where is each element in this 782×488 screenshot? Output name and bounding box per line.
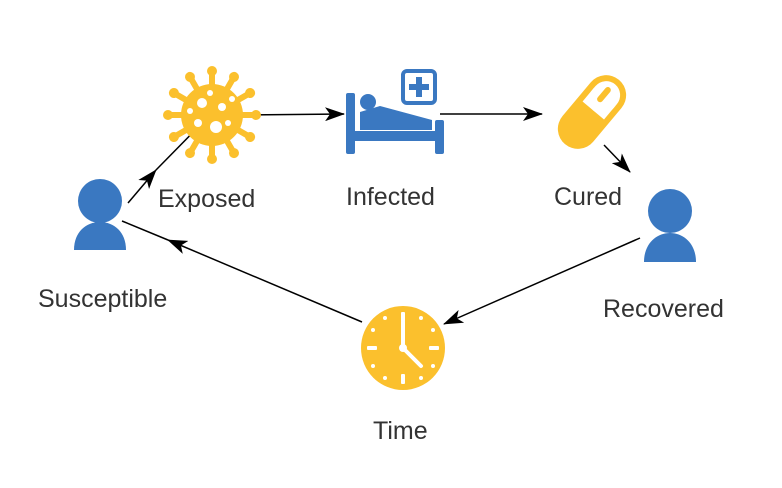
edge-time-susceptible bbox=[167, 239, 363, 323]
pill-capsule-icon bbox=[557, 75, 627, 149]
node-label-time: Time bbox=[373, 417, 428, 445]
virus-icon bbox=[163, 66, 261, 164]
edge-recovered-time bbox=[443, 237, 641, 325]
node-label-cured: Cured bbox=[554, 183, 623, 211]
edge-susceptible-exposed bbox=[127, 169, 157, 204]
node-label-recovered: Recovered bbox=[603, 295, 724, 323]
edge-time-susceptible-tail bbox=[121, 220, 169, 241]
person-icon bbox=[644, 189, 696, 262]
hospital-bed-icon bbox=[346, 69, 444, 154]
edge-cured-recovered bbox=[603, 144, 631, 173]
clock-icon bbox=[361, 306, 445, 390]
node-label-susceptible: Susceptible bbox=[38, 285, 168, 313]
node-label-exposed: Exposed bbox=[158, 185, 256, 213]
edges bbox=[121, 107, 641, 325]
node-label-infected: Infected bbox=[346, 183, 435, 211]
person-icon bbox=[74, 179, 126, 250]
